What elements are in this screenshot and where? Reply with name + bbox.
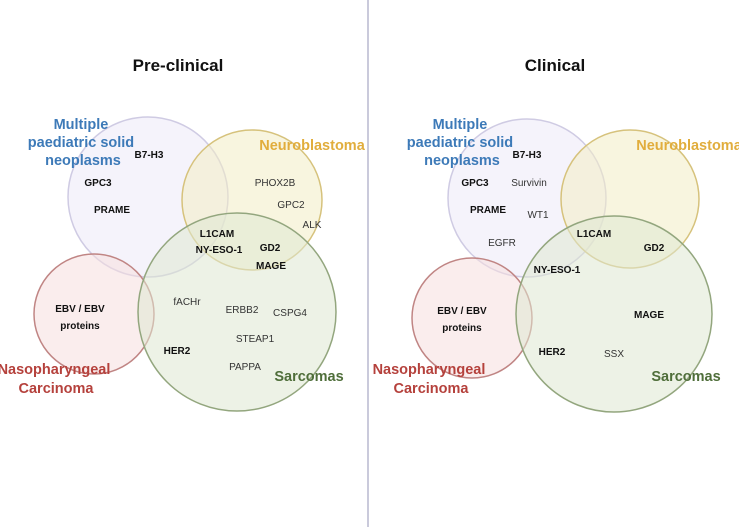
venn-item: GPC3 (84, 178, 112, 189)
venn-item: NY-ESO-1 (196, 245, 243, 256)
venn-item: HER2 (539, 347, 566, 358)
set-label-sarcomas: Sarcomas (274, 369, 343, 385)
venn-item: MAGE (634, 310, 664, 321)
venn-item: GPC3 (461, 178, 489, 189)
set-nasopharyngeal-circle (411, 257, 533, 379)
panel-title-clinical: Clinical (525, 56, 585, 75)
venn-item: EGFR (488, 238, 516, 249)
panel-title-preclinical: Pre-clinical (133, 56, 224, 75)
venn-item: ERBB2 (226, 305, 259, 316)
venn-item: EBV / EBV (55, 304, 105, 315)
venn-item: B7-H3 (513, 150, 542, 161)
venn-item: PRAME (94, 205, 130, 216)
venn-item: HER2 (164, 346, 191, 357)
set-label-multiple: Multiple paediatric solid neoplasms (407, 117, 517, 169)
set-label-neuroblastoma: Neuroblastoma (259, 138, 365, 154)
set-sarcomas-circle (515, 215, 713, 413)
panel-clinical: Clinical Multiple paediatric solid neopl… (373, 56, 739, 413)
venn-item: MAGE (256, 261, 286, 272)
venn-item: STEAP1 (236, 334, 275, 345)
venn-item: WT1 (527, 210, 549, 221)
venn-item: SSX (604, 349, 624, 360)
panel-preclinical: Pre-clinical Multiple paediatric solid n… (0, 56, 366, 412)
venn-item: PAPPA (229, 362, 261, 373)
venn-item: GD2 (644, 243, 665, 254)
venn-item: PHOX2B (255, 178, 296, 189)
venn-item: PRAME (470, 205, 506, 216)
venn-item: proteins (60, 321, 100, 332)
venn-item: B7-H3 (135, 150, 164, 161)
venn-item: L1CAM (200, 229, 234, 240)
venn-item: GPC2 (277, 200, 305, 211)
set-label-multiple: Multiple paediatric solid neoplasms (28, 117, 138, 169)
items-preclinical: B7-H3 GPC3 PRAME PHOX2B GPC2 ALK L1CAM N… (55, 150, 322, 373)
venn-item: proteins (442, 323, 482, 334)
set-label-neuroblastoma: Neuroblastoma (636, 138, 739, 154)
items-clinical: B7-H3 GPC3 Survivin PRAME WT1 EGFR L1CAM… (437, 150, 664, 360)
venn-item: fACHr (173, 297, 201, 308)
set-sarcomas-circle (137, 212, 337, 412)
venn-item: CSPG4 (273, 308, 307, 319)
venn-item: ALK (303, 220, 322, 231)
set-label-nasopharyngeal: Nasopharyngeal Carcinoma (373, 362, 490, 397)
venn-item: GD2 (260, 243, 281, 254)
set-label-sarcomas: Sarcomas (651, 369, 720, 385)
venn-item: L1CAM (577, 229, 611, 240)
set-label-nasopharyngeal: Nasopharyngeal Carcinoma (0, 362, 114, 397)
venn-item: NY-ESO-1 (534, 265, 581, 276)
venn-item: Survivin (511, 178, 547, 189)
venn-item: EBV / EBV (437, 306, 487, 317)
